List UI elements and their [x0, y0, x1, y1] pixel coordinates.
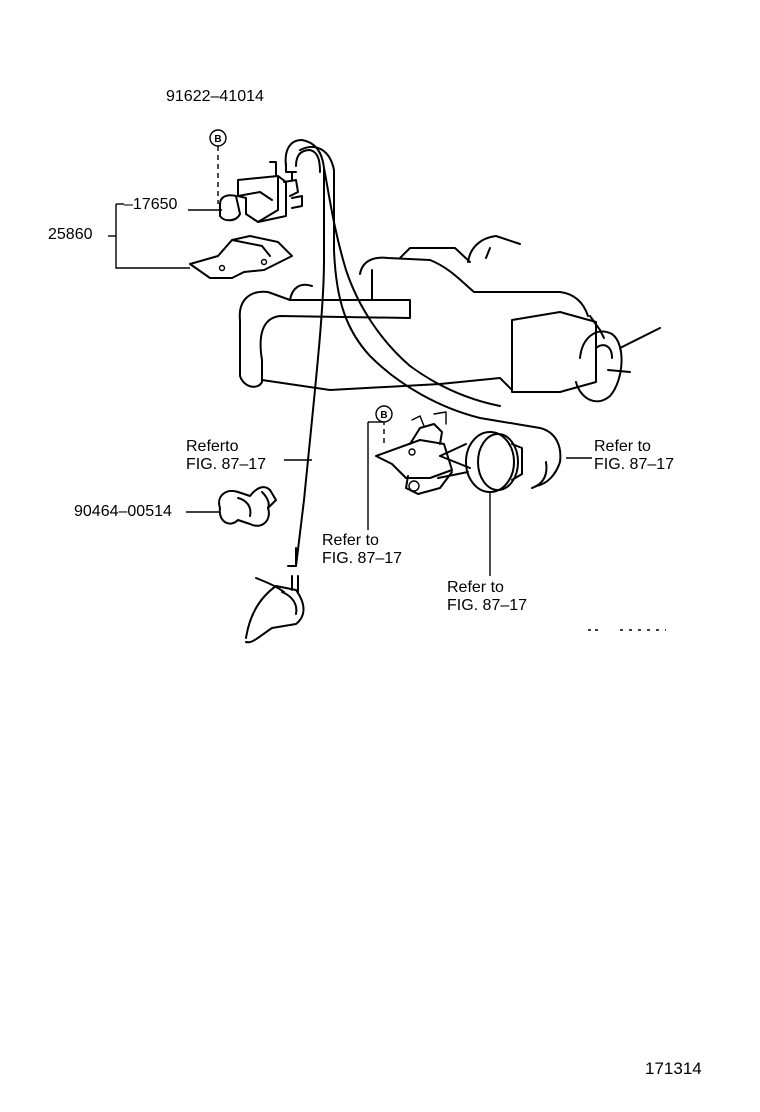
vsv-bracket [189, 235, 293, 279]
callout-b-bottom: B [375, 405, 393, 423]
part-number-vsv: –17650 [124, 196, 178, 213]
part-number-bolt: 91622–41014 [166, 88, 264, 105]
reference-lower-line1: Refer to [447, 579, 504, 596]
intake-manifold [238, 235, 661, 403]
svg-text:B: B [380, 410, 387, 421]
reference-middle-line1: Refer to [322, 532, 379, 549]
reference-left: Referto FIG. 87–17 [186, 438, 266, 474]
reference-right-line2: FIG. 87–17 [594, 456, 675, 473]
leader-lines [108, 146, 666, 631]
reference-lower-line2: FIG. 87–17 [447, 597, 528, 614]
reference-right-line1: Refer to [594, 438, 651, 455]
diagram-number: 171314 [645, 1059, 702, 1078]
vacuum-switching-valve [219, 161, 303, 223]
reference-lower: Refer to FIG. 87–17 [447, 579, 527, 615]
reference-right: Refer to FIG. 87–17 [594, 438, 674, 474]
lower-fitting [245, 575, 305, 644]
reference-left-line1: Referto [186, 438, 239, 455]
callout-b-top: B [209, 129, 227, 147]
vacuum-actuator [375, 411, 523, 495]
hose-clamp [218, 486, 277, 527]
part-number-bracket-assy: 25860 [48, 226, 93, 243]
part-number-vsv-text: 17650 [132, 196, 178, 213]
reference-left-line2: FIG. 87–17 [186, 456, 267, 473]
part-number-clamp: 90464–00514 [74, 503, 172, 520]
reference-middle: Refer to FIG. 87–17 [322, 532, 402, 568]
reference-middle-line2: FIG. 87–17 [322, 550, 403, 567]
svg-text:B: B [214, 134, 221, 145]
vacuum-hoses [284, 139, 562, 567]
